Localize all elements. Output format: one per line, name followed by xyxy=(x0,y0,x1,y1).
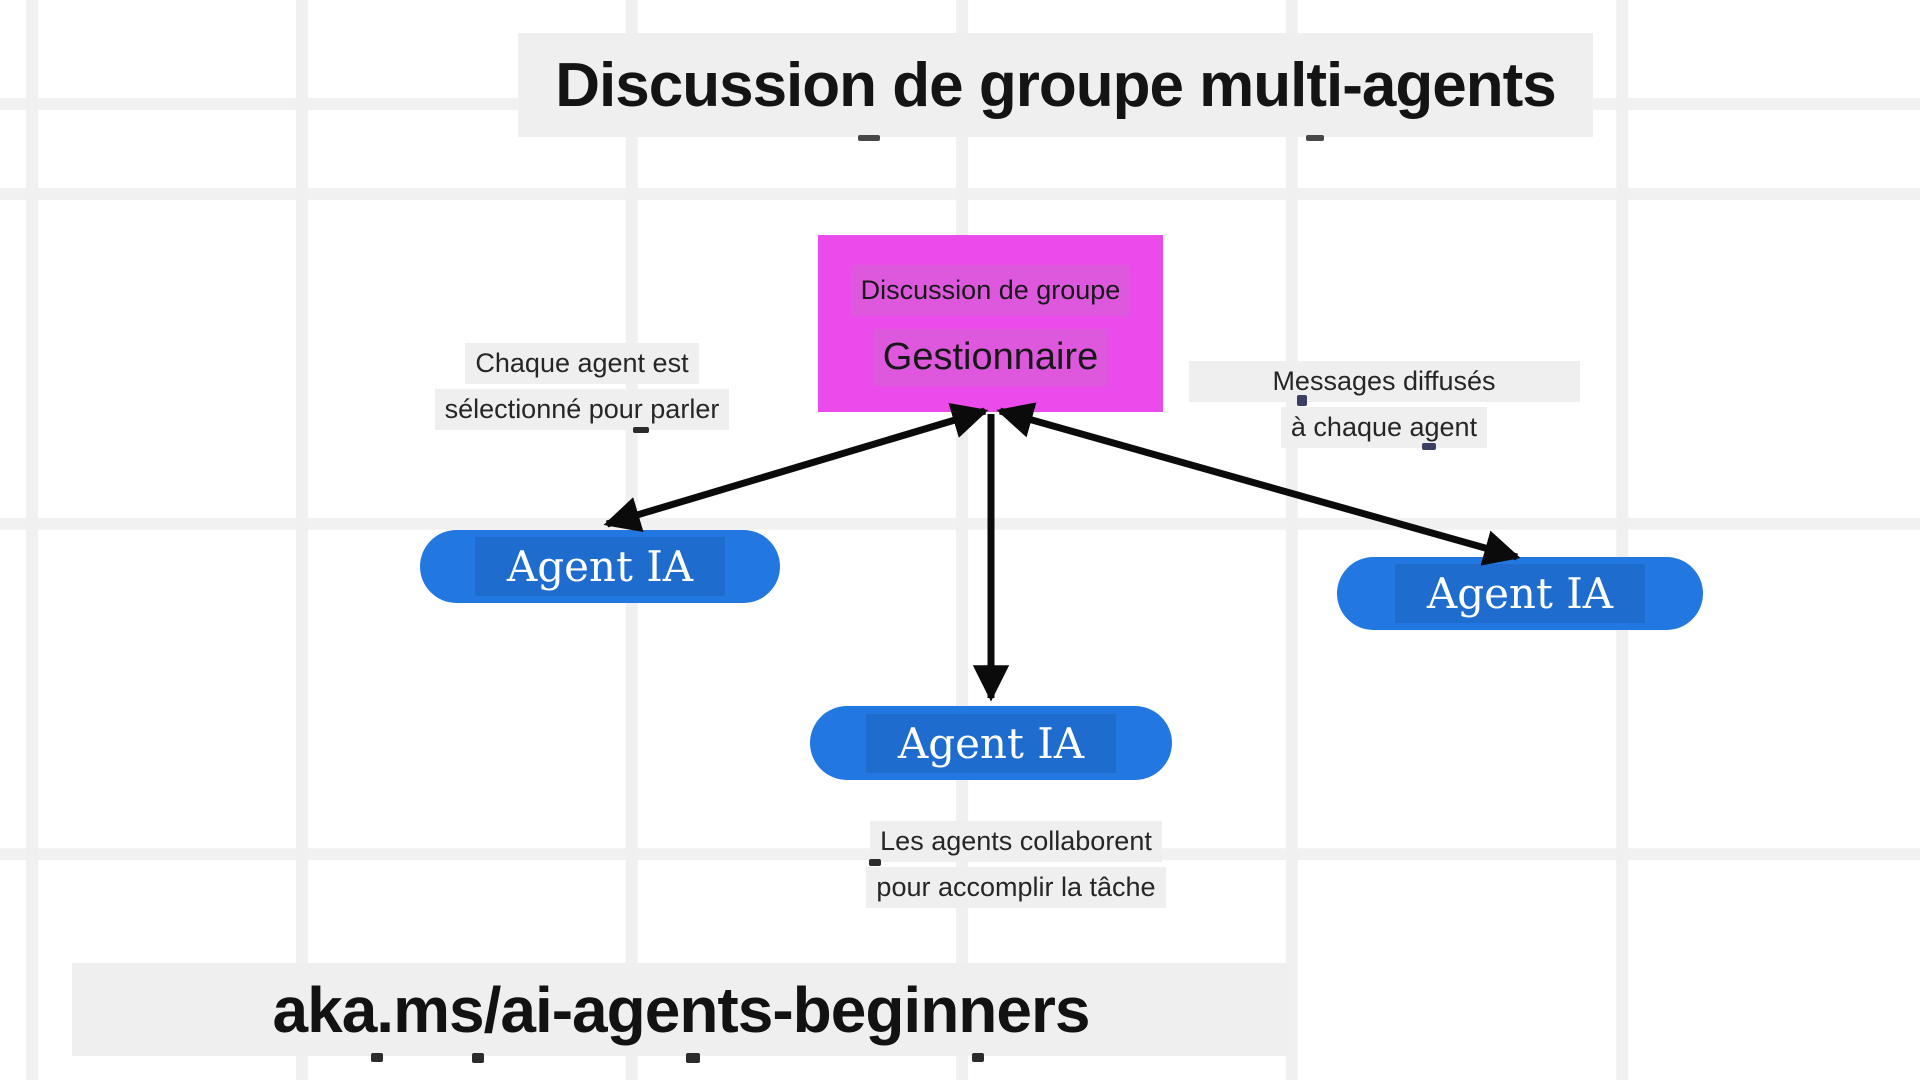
text-artifact xyxy=(972,1053,984,1062)
annotation-selection-line1: Chaque agent est xyxy=(465,343,699,384)
footer-link: aka.ms/ai-agents-beginners xyxy=(72,963,1290,1056)
agent-node-left-label: Agent IA xyxy=(474,537,726,596)
manager-node-title: Gestionnaire xyxy=(873,329,1108,386)
text-artifact xyxy=(633,427,649,433)
agent-node-center: Agent IA xyxy=(810,706,1172,780)
text-artifact xyxy=(686,1053,700,1063)
text-artifact xyxy=(472,1053,484,1063)
text-artifact xyxy=(858,135,880,141)
annotation-selection: Chaque agent est sélectionné pour parler xyxy=(380,343,784,430)
annotation-broadcast: Messages diffusés à chaque agent xyxy=(1180,361,1588,448)
diagram-title-text: Discussion de groupe multi-agents xyxy=(555,50,1556,120)
text-artifact xyxy=(1297,395,1307,406)
annotation-collaboration-line1: Les agents collaborent xyxy=(870,821,1162,862)
group-chat-manager-node: Discussion de groupe Gestionnaire xyxy=(818,235,1163,412)
annotation-collaboration-line2: pour accomplir la tâche xyxy=(866,867,1166,908)
annotation-selection-line2: sélectionné pour parler xyxy=(434,389,730,430)
manager-node-subtitle: Discussion de groupe xyxy=(850,265,1131,316)
text-artifact xyxy=(1422,443,1436,450)
diagram-title: Discussion de groupe multi-agents xyxy=(518,33,1593,137)
agent-node-left: Agent IA xyxy=(420,530,780,603)
agent-node-right-label: Agent IA xyxy=(1394,564,1646,623)
text-artifact xyxy=(371,1053,383,1062)
text-artifact xyxy=(869,859,881,866)
agent-node-center-label: Agent IA xyxy=(865,713,1117,773)
text-artifact xyxy=(1306,135,1324,141)
annotation-broadcast-line2: à chaque agent xyxy=(1280,407,1488,448)
agent-node-right: Agent IA xyxy=(1337,557,1703,630)
footer-link-text: aka.ms/ai-agents-beginners xyxy=(272,973,1091,1046)
annotation-collaboration: Les agents collaborent pour accomplir la… xyxy=(810,821,1222,908)
annotation-broadcast-line1: Messages diffusés xyxy=(1188,361,1580,402)
